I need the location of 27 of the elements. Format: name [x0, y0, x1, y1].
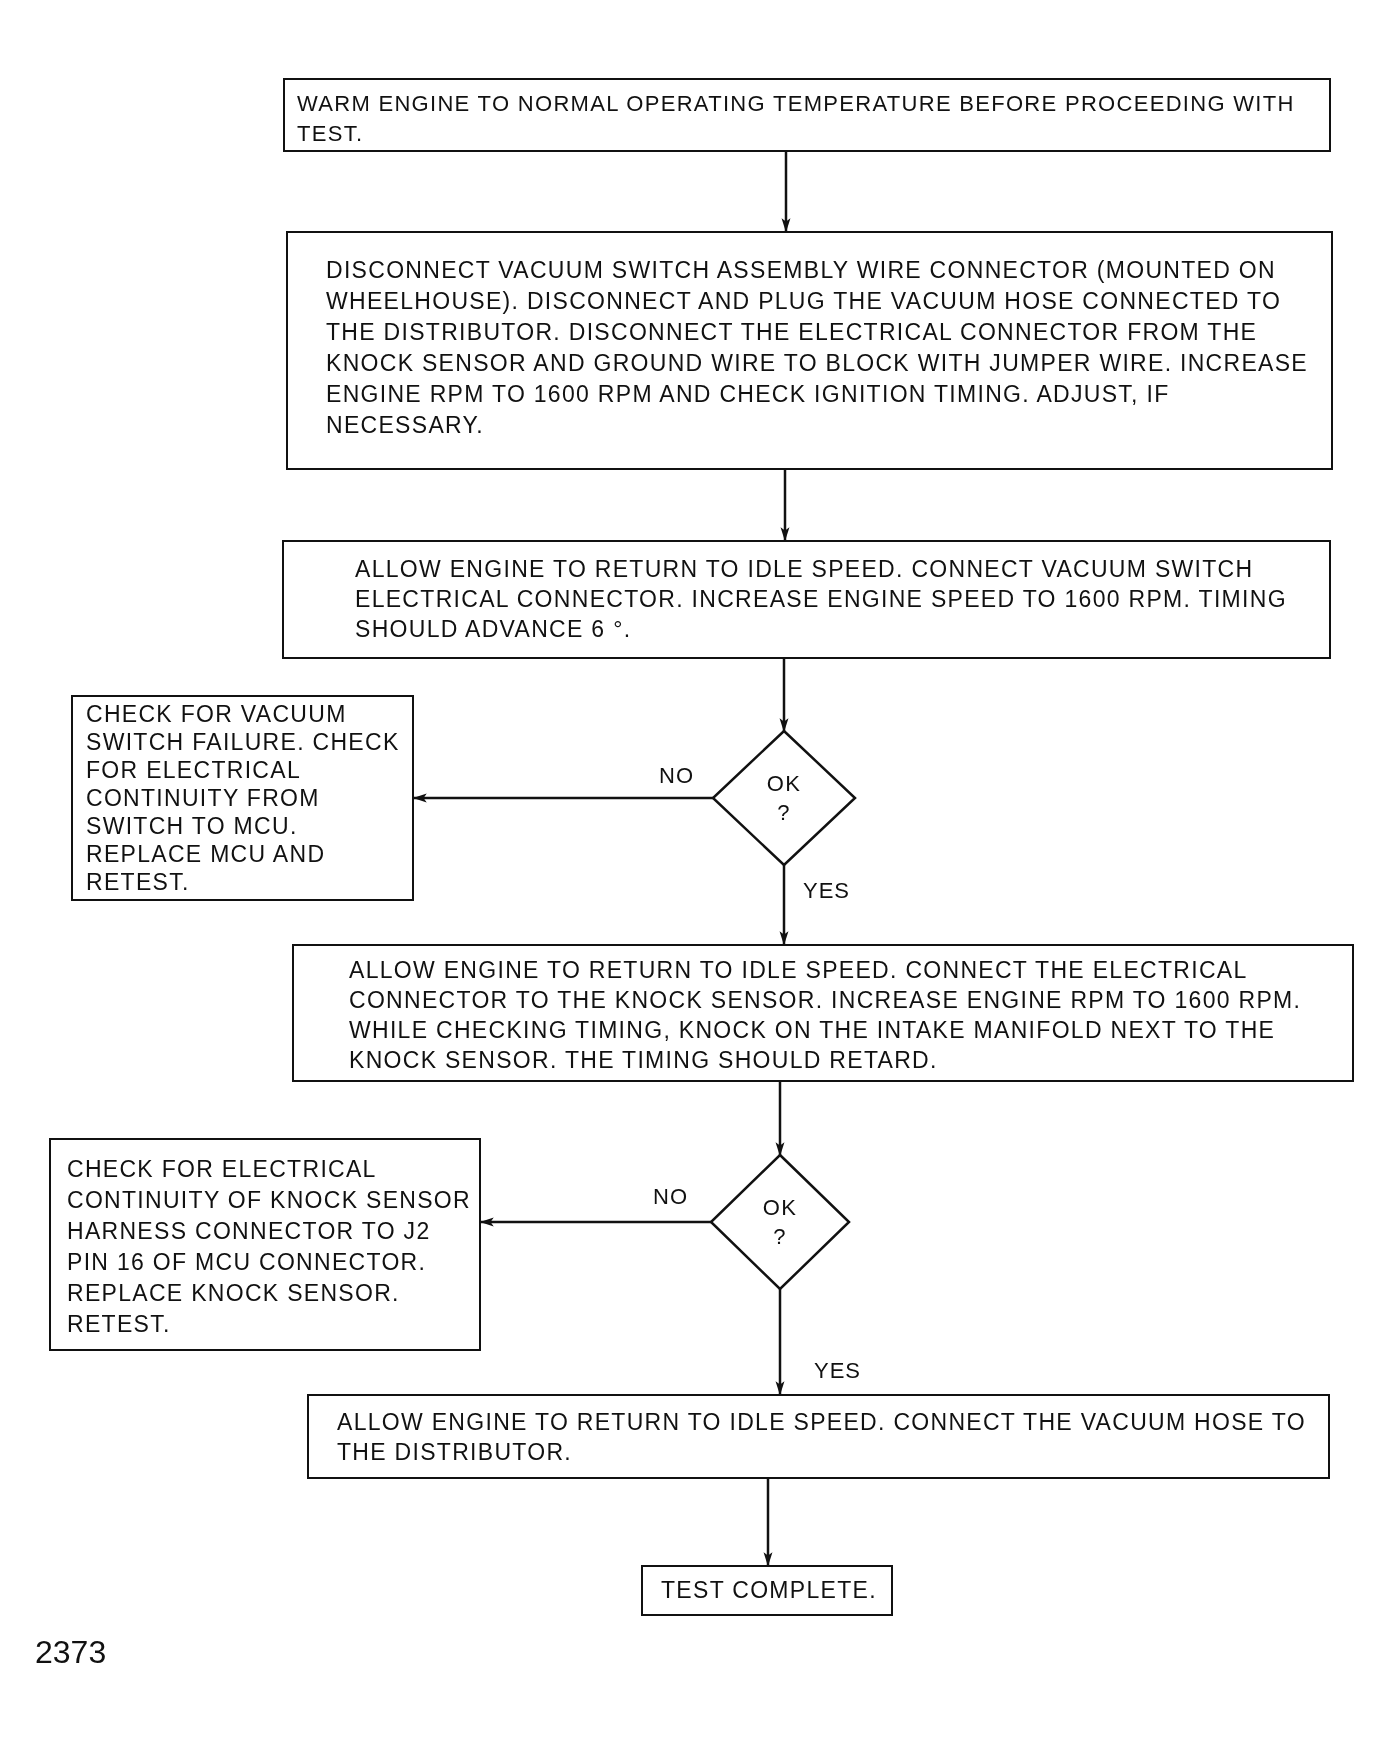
decision-diamond [713, 731, 855, 865]
arrow [779, 865, 789, 946]
arrow [763, 1479, 773, 1567]
arrow [775, 1082, 785, 1157]
arrow [779, 659, 789, 733]
process-box [292, 944, 1354, 1082]
step-text: ALLOW ENGINE TO RETURN TO IDLE SPEED. CONNECT THE VACUUM HOSE TO THE DISTRIBUTOR. [337, 1408, 1307, 1467]
arrow [775, 1289, 785, 1396]
arrow [780, 470, 790, 542]
step-text: CHECK FOR ELECTRICAL CONTINUITY OF KNOCK SENSOR HARNESS CONNECTOR TO J2 PIN 16 OF MCU CONNECTOR. REPLACE KNOCK SENSOR. RETEST. [67, 1155, 472, 1339]
step-text: CHECK FOR VACUUM SWITCH FAILURE. CHECK FOR ELECTRICAL CONTINUITY FROM SWITCH TO MCU. REPLACE MCU AND RETEST. [86, 700, 401, 896]
process-box [283, 78, 1331, 152]
step-text: DISCONNECT VACUUM SWITCH ASSEMBLY WIRE CONNECTOR (MOUNTED ON WHEELHOUSE). DISCONNECT AND PLUG THE VACUUM HOSE CONNECTED TO THE DISTRIBUTOR. DISCONNECT THE ELECTRICAL CONNECTOR FROM THE KNOCK SENSOR AND GROUND WIRE TO BLOCK WITH JUMPER WIRE. INCREASE ENGINE RPM TO 1600 RPM AND CHECK IGNITION TIMING. ADJUST, IF NECESSARY. [326, 256, 1309, 440]
step-text: WARM ENGINE TO NORMAL OPERATING TEMPERATURE BEFORE PROCEEDING WITH TEST. [297, 90, 1296, 148]
decision-diamond [711, 1155, 849, 1289]
process-box [286, 231, 1333, 470]
process-box [49, 1138, 481, 1351]
step-text: TEST COMPLETE. [661, 1576, 878, 1605]
decision-text: OK ? [765, 770, 803, 827]
decision-text: OK ? [761, 1194, 799, 1251]
process-box [307, 1394, 1330, 1479]
step-text: ALLOW ENGINE TO RETURN TO IDLE SPEED. CONNECT THE ELECTRICAL CONNECTOR TO THE KNOCK SENSOR. INCREASE ENGINE RPM TO 1600 RPM. WHILE CHECKING TIMING, KNOCK ON THE INTAKE MANIFOLD NEXT TO THE KNOCK SENSOR. THE TIMING SHOULD RETARD. [349, 956, 1303, 1075]
process-box [641, 1565, 893, 1616]
step-text: ALLOW ENGINE TO RETURN TO IDLE SPEED. CONNECT VACUUM SWITCH ELECTRICAL CONNECTOR. INCREASE ENGINE SPEED TO 1600 RPM. TIMING SHOULD ADVANCE 6 °. [355, 555, 1288, 644]
arrow [781, 152, 791, 233]
figure-number: 2373 [35, 1634, 107, 1670]
process-box [282, 540, 1331, 659]
